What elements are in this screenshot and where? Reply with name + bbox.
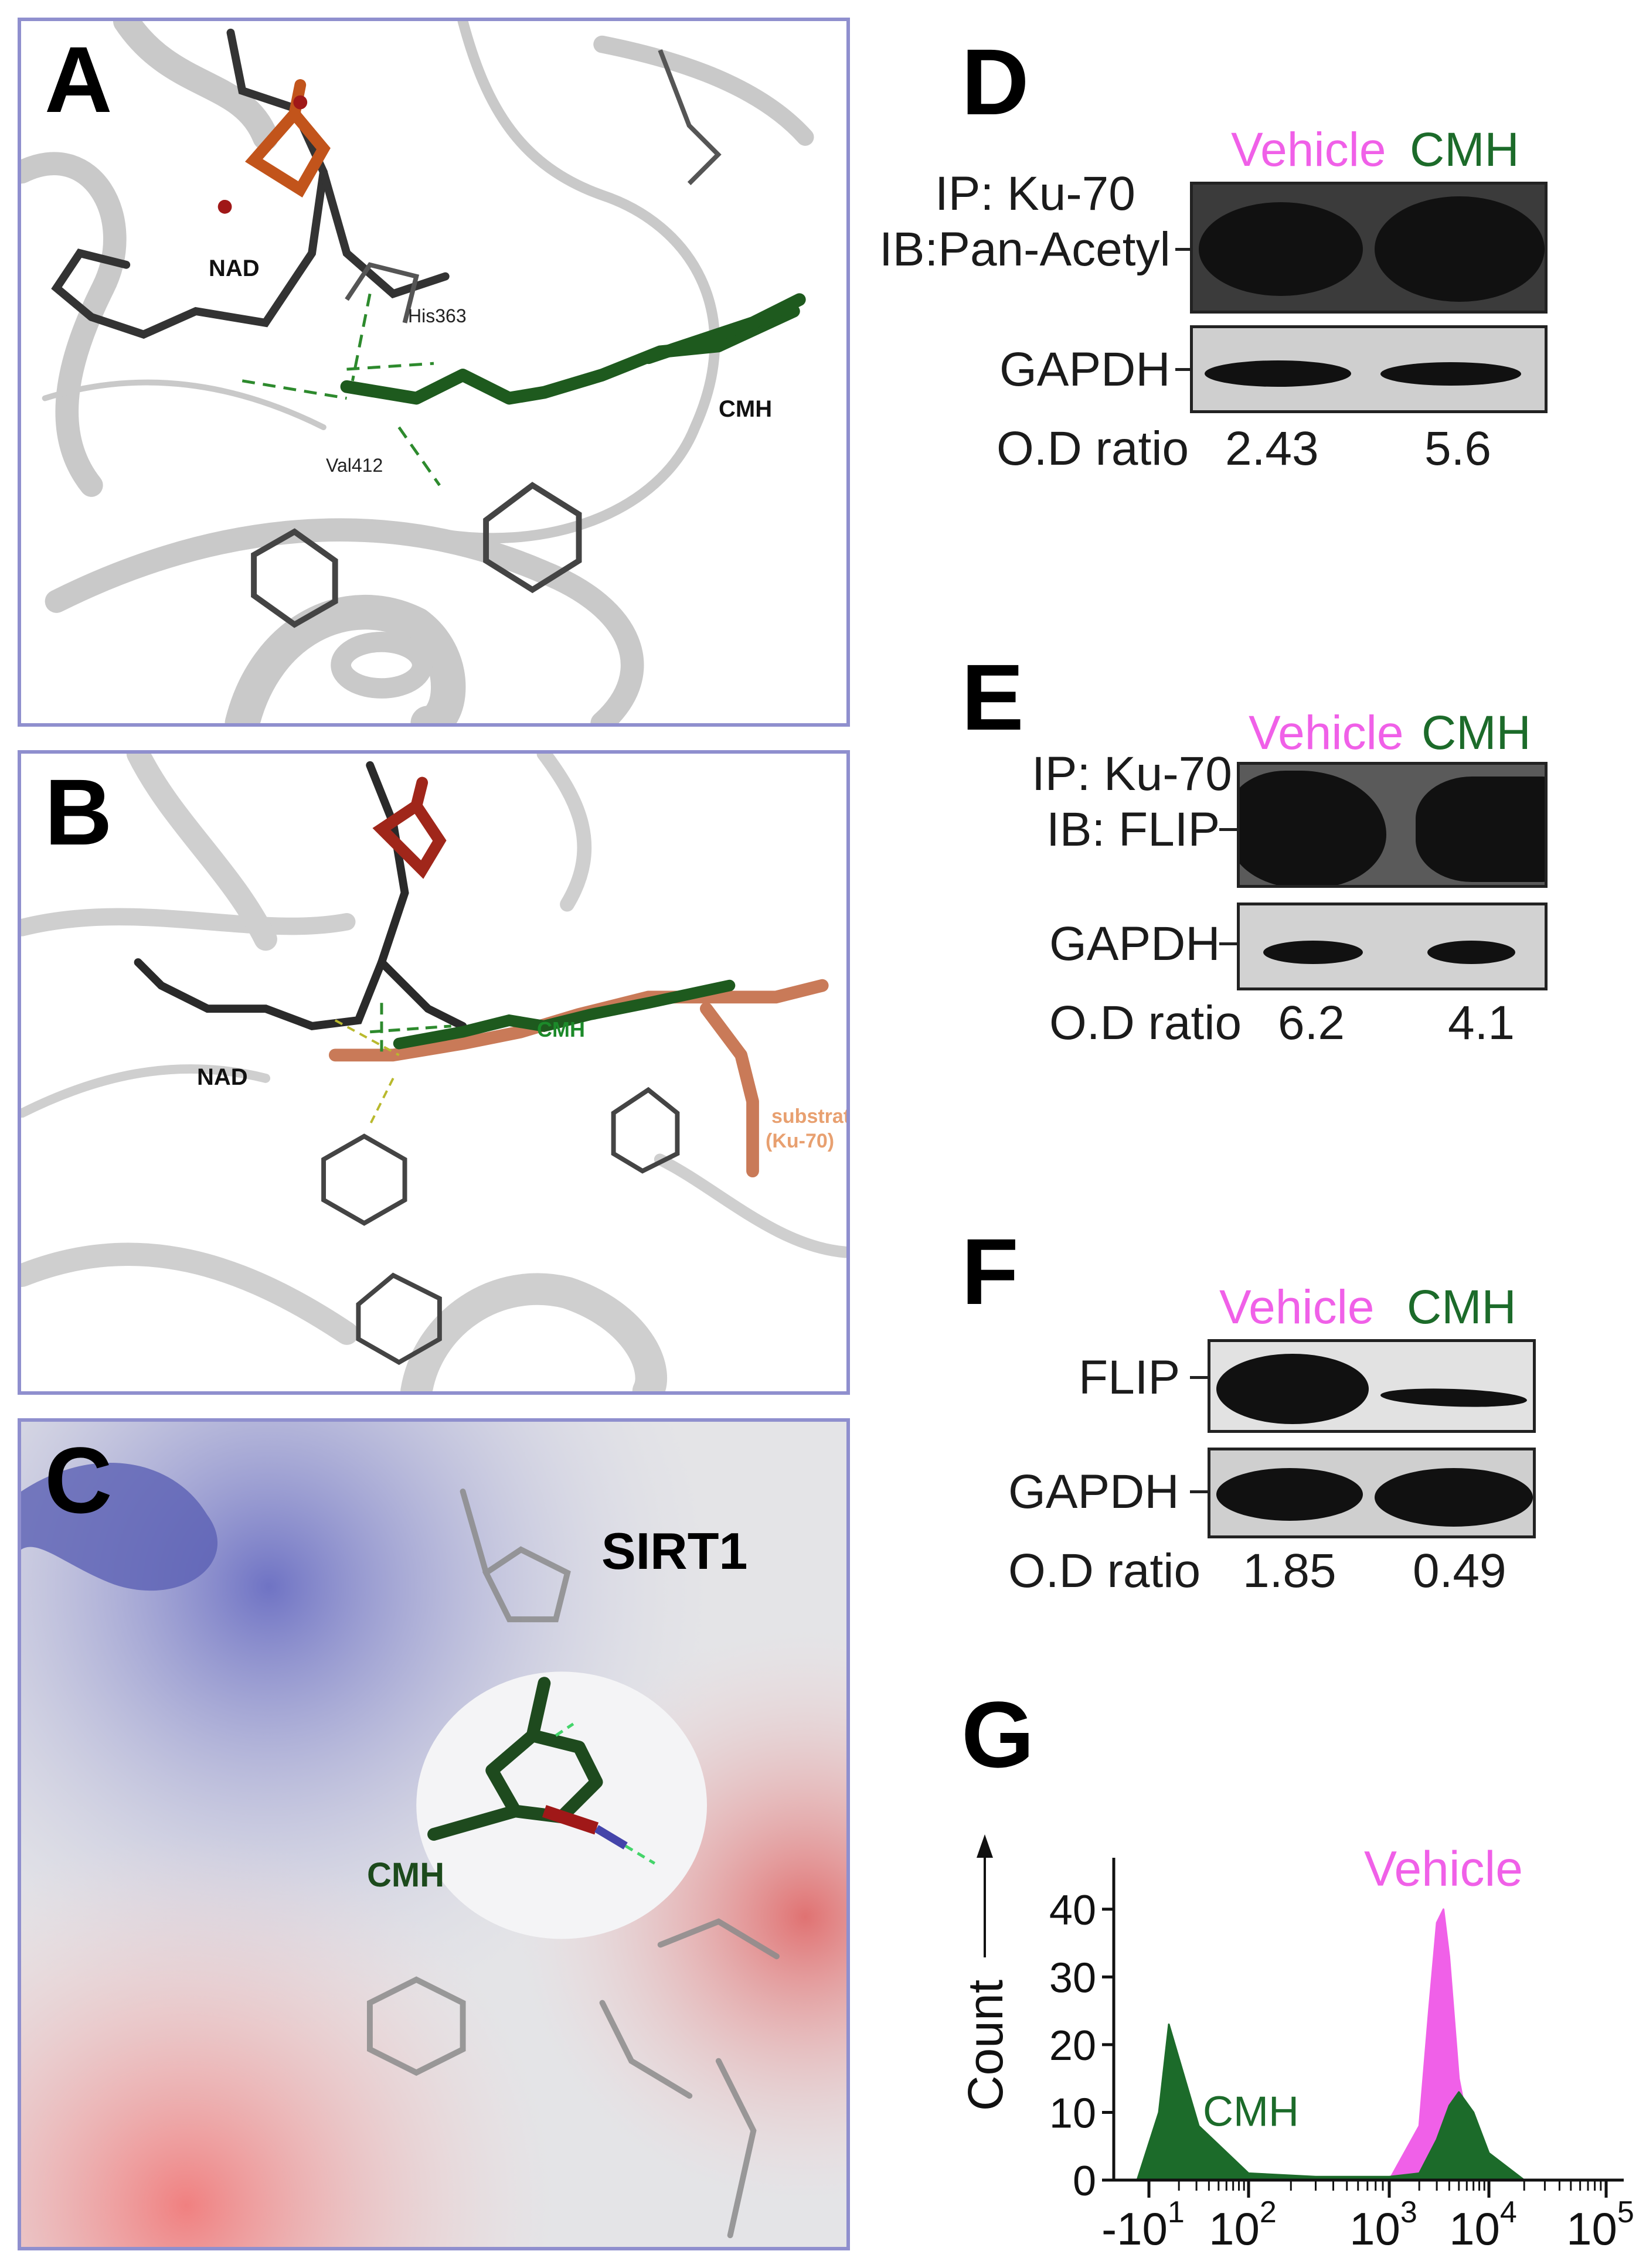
blot-gapdh-e xyxy=(1237,903,1548,990)
series-label-vehicle: Vehicle xyxy=(1364,1841,1523,1896)
od-cmh-d: 5.6 xyxy=(1424,422,1491,475)
flip-tick-f xyxy=(1190,1376,1208,1379)
od-label-e: O.D ratio xyxy=(1049,996,1242,1050)
panel-label-b: B xyxy=(45,760,113,864)
od-label-d: O.D ratio xyxy=(997,422,1189,475)
gapdh-band-vehicle-f xyxy=(1216,1468,1363,1521)
panel-a-structure xyxy=(21,21,814,723)
y-tick-label: 40 xyxy=(1049,1887,1096,1934)
y-tick-label: 0 xyxy=(1073,2158,1096,2205)
cmh-label-c: CMH xyxy=(367,1856,445,1894)
val412-label: Val412 xyxy=(326,455,383,476)
series-cmh-area xyxy=(1136,2023,1525,2181)
panel-label-g: G xyxy=(961,1682,1035,1787)
x-tick-label: 102 xyxy=(1209,2195,1277,2255)
his363-label: His363 xyxy=(408,305,467,326)
panel-b-structure xyxy=(21,754,846,1391)
ib-label-e: IB: FLIP xyxy=(1046,803,1220,856)
ip-label-d: IP: Ku-70 xyxy=(935,167,1135,220)
cmh-label-b: CMH xyxy=(537,1017,585,1041)
x-tick-label: -101 xyxy=(1101,2195,1185,2255)
panel-label-d: D xyxy=(961,29,1029,134)
panel-a-docking: A NAD His363 Val412 CMH xyxy=(18,18,850,727)
flow-histogram: 010203040-101102103104105FLIPCountVehicl… xyxy=(958,1834,1634,2255)
gapdh-band-vehicle-e xyxy=(1263,941,1363,964)
y-tick-label: 10 xyxy=(1049,2090,1096,2137)
cmh-label-f: CMH xyxy=(1407,1281,1516,1334)
blot-ip-flip xyxy=(1237,762,1548,888)
x-tick-label: 104 xyxy=(1449,2195,1517,2255)
od-cmh-f: 0.49 xyxy=(1413,1544,1506,1598)
od-label-f: O.D ratio xyxy=(1008,1544,1201,1598)
ib-label-d: IB:Pan-Acetyl xyxy=(879,223,1171,276)
od-cmh-e: 4.1 xyxy=(1448,996,1515,1050)
ib-tick-e xyxy=(1219,828,1237,831)
panel-label-f: F xyxy=(961,1219,1019,1324)
panel-label-a: A xyxy=(45,27,113,132)
band-cmh-f xyxy=(1380,1386,1528,1409)
blot-ip-pan-acetyl xyxy=(1190,182,1548,314)
nad-label: NAD xyxy=(209,256,260,281)
substrate-label: substrate xyxy=(771,1105,850,1128)
od-vehicle-d: 2.43 xyxy=(1225,422,1319,475)
y-tick-label: 20 xyxy=(1049,2022,1096,2069)
band-vehicle-d xyxy=(1199,202,1363,296)
y-arrow-head xyxy=(977,1834,993,1858)
nad-label-b: NAD xyxy=(197,1064,248,1090)
gapdh-tick-d xyxy=(1175,368,1193,371)
cmh-label-d: CMH xyxy=(1410,123,1519,176)
gapdh-label-e: GAPDH xyxy=(1049,917,1220,970)
od-vehicle-f: 1.85 xyxy=(1243,1544,1336,1598)
vehicle-label-f: Vehicle xyxy=(1219,1281,1375,1334)
od-vehicle-e: 6.2 xyxy=(1278,996,1345,1050)
substrate-ku70-label: (Ku-70) xyxy=(766,1130,835,1152)
sirt1-label: SIRT1 xyxy=(601,1522,748,1580)
panel-b-overlay: B NAD CMH substrate (Ku-70) xyxy=(18,750,850,1395)
gapdh-tick-f xyxy=(1190,1490,1208,1493)
cmh-label-e: CMH xyxy=(1421,706,1531,760)
gapdh-band-cmh-d xyxy=(1380,362,1521,386)
y-axis-title: Count xyxy=(958,1980,1013,2111)
x-tick-label: 105 xyxy=(1566,2195,1634,2255)
flip-label-f: FLIP xyxy=(1079,1351,1181,1404)
gapdh-band-cmh-f xyxy=(1375,1468,1533,1527)
cmh-label-a: CMH xyxy=(719,396,773,422)
y-tick-label: 30 xyxy=(1049,1954,1096,2001)
gapdh-label-f: GAPDH xyxy=(1008,1465,1179,1518)
band-cmh-d xyxy=(1375,196,1545,302)
gapdh-band-cmh-e xyxy=(1427,941,1515,964)
x-tick-label: 103 xyxy=(1349,2195,1417,2255)
series-label-cmh: CMH xyxy=(1203,2089,1299,2136)
gapdh-label-d: GAPDH xyxy=(999,343,1171,396)
vehicle-label-d: Vehicle xyxy=(1231,123,1386,176)
gapdh-band-vehicle-d xyxy=(1205,360,1351,387)
blot-gapdh-d xyxy=(1190,325,1548,413)
panel-c-structure xyxy=(21,1422,846,2247)
band-vehicle-e xyxy=(1240,771,1386,885)
gapdh-tick-e xyxy=(1219,942,1237,945)
ib-tick-d xyxy=(1175,248,1193,251)
vehicle-label-e: Vehicle xyxy=(1249,706,1404,760)
band-cmh-e xyxy=(1416,777,1545,882)
band-vehicle-f xyxy=(1216,1354,1369,1424)
panel-label-e: E xyxy=(961,645,1024,750)
panel-label-c: C xyxy=(45,1428,113,1533)
blot-flip-f xyxy=(1208,1339,1536,1433)
ip-label-e: IP: Ku-70 xyxy=(1032,747,1232,801)
panel-c-surface: C SIRT1 CMH xyxy=(18,1418,850,2250)
blot-gapdh-f xyxy=(1208,1448,1536,1538)
